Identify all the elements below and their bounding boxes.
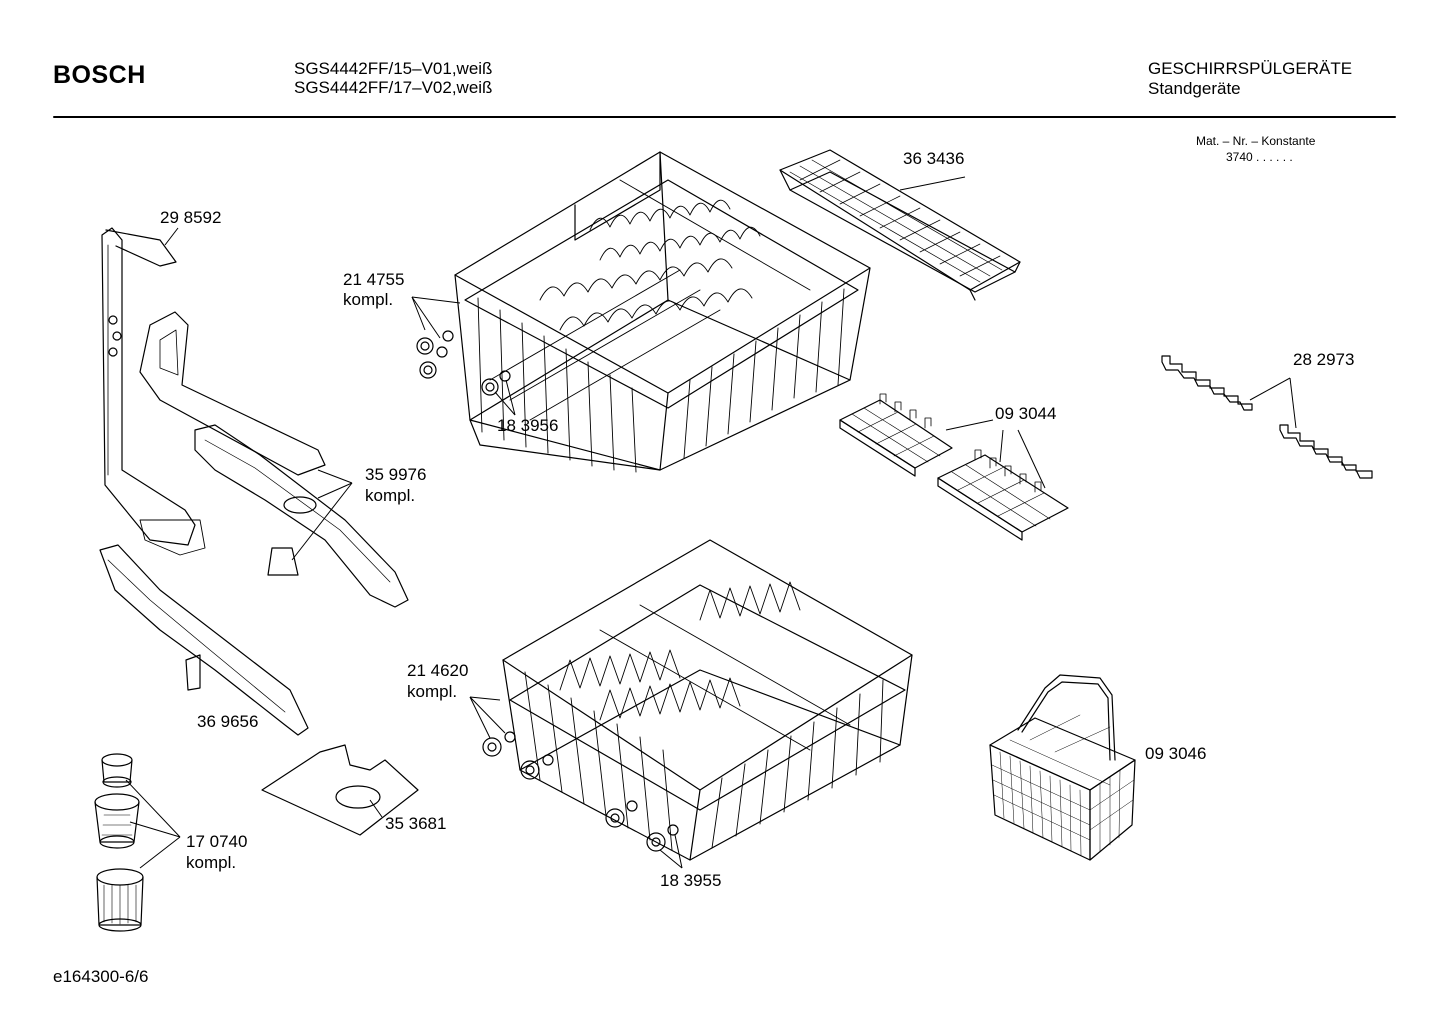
product-subcategory: Standgeräte xyxy=(1148,79,1241,98)
filter-plate-drawing xyxy=(262,745,418,835)
part-label-214620-kompl: kompl. xyxy=(407,682,458,701)
part-label-369656: 36 9656 xyxy=(197,712,259,731)
holder-282973-drawing xyxy=(1162,356,1372,478)
lower-basket-wheels xyxy=(483,732,678,851)
lower-basket-wires xyxy=(525,582,883,850)
water-pipe-drawing xyxy=(102,228,205,555)
part-label-359976: 35 9976 xyxy=(365,465,427,484)
mat-nr-value: 3740 . . . . . . xyxy=(1226,150,1293,164)
part-label-214755-kompl: kompl. xyxy=(343,290,394,309)
upper-basket-drawing xyxy=(455,152,870,470)
part-label-093044: 09 3044 xyxy=(995,404,1057,423)
part-label-214620: 21 4620 xyxy=(407,661,469,680)
filter-assembly-drawing xyxy=(95,754,143,931)
spray-arm-upper-drawing xyxy=(140,312,325,475)
part-label-359976-kompl: kompl. xyxy=(365,486,416,505)
product-category: GESCHIRRSPÜLGERÄTE xyxy=(1148,59,1353,78)
spray-arm-359976-drawing xyxy=(195,425,408,607)
upper-basket-wires xyxy=(478,180,844,472)
part-label-170740-kompl: kompl. xyxy=(186,853,237,872)
document-id: e164300-6/6 xyxy=(53,967,149,986)
part-label-093046: 09 3046 xyxy=(1145,744,1207,763)
upper-basket-wheels xyxy=(417,331,510,395)
brand-logo: BOSCH xyxy=(53,61,146,89)
part-label-353681: 35 3681 xyxy=(385,814,447,833)
lower-basket-drawing xyxy=(503,540,912,860)
part-label-363436: 36 3436 xyxy=(903,149,965,168)
cutlery-basket-drawing xyxy=(990,675,1135,860)
part-label-282973: 28 2973 xyxy=(1293,350,1355,369)
leader-lines xyxy=(126,177,1296,868)
part-label-298592: 29 8592 xyxy=(160,208,222,227)
cup-rack-093044-drawing xyxy=(840,394,1068,540)
part-label-183956: 18 3956 xyxy=(497,416,559,435)
part-label-170740: 17 0740 xyxy=(186,832,248,851)
part-label-214755: 21 4755 xyxy=(343,270,405,289)
model-number-2: SGS4442FF/17–V02,weiß xyxy=(294,78,493,97)
model-number-1: SGS4442FF/15–V01,weiß xyxy=(294,59,493,78)
mat-nr-label: Mat. – Nr. – Konstante xyxy=(1196,134,1316,148)
tray-363436-drawing xyxy=(780,150,1020,300)
part-label-183955: 18 3955 xyxy=(660,871,722,890)
spray-arm-369656-drawing xyxy=(100,545,308,735)
